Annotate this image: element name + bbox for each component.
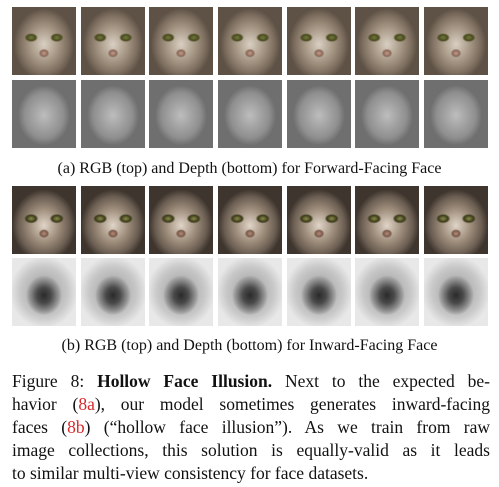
- forward-depth-image: [423, 80, 488, 148]
- forward-rgb-image: [12, 7, 76, 75]
- inward-depth-row: [12, 258, 488, 326]
- caption-line-4: image collections, this solution is equa…: [12, 440, 490, 460]
- inward-depth-image: [286, 258, 351, 326]
- inward-depth-image: [355, 258, 420, 326]
- inward-depth-image: [423, 258, 488, 326]
- inward-rgb-image: [286, 186, 351, 254]
- caption-line-5: to similar multi-view consistency for fa…: [12, 463, 369, 483]
- forward-depth-image: [80, 80, 145, 148]
- inward-rgb-image: [80, 186, 145, 254]
- forward-depth-image: [286, 80, 351, 148]
- inward-depth-image: [80, 258, 145, 326]
- inward-rgb-image: [355, 186, 420, 254]
- ref-link-8a[interactable]: 8a: [78, 394, 95, 414]
- inward-rgb-image: [149, 186, 214, 254]
- forward-depth-row: [12, 80, 488, 148]
- inward-depth-image: [12, 258, 76, 326]
- caption-line-3: faces (8b) (“hollow face illusion”). As …: [12, 416, 490, 439]
- caption-text: Next to the expected be-: [284, 371, 491, 391]
- inward-depth-image: [217, 258, 282, 326]
- subfigure-a-caption: (a) RGB (top) and Depth (bottom) for For…: [57, 160, 442, 177]
- forward-rgb-image: [286, 7, 351, 75]
- ref-link-8b[interactable]: 8b: [67, 417, 85, 437]
- inward-rgb-image: [423, 186, 488, 254]
- figure-title: Hollow Face Illusion.: [97, 371, 273, 391]
- forward-rgb-image: [423, 7, 488, 75]
- forward-rgb-row: [12, 7, 488, 75]
- forward-rgb-image: [217, 7, 282, 75]
- forward-rgb-image: [355, 7, 420, 75]
- forward-depth-image: [12, 80, 76, 148]
- subfigure-b-caption: (b) RGB (top) and Depth (bottom) for Inw…: [61, 337, 438, 354]
- forward-depth-image: [217, 80, 282, 148]
- forward-depth-image: [149, 80, 214, 148]
- forward-rgb-image: [80, 7, 145, 75]
- inward-rgb-image: [217, 186, 282, 254]
- figure-label: Figure 8:: [12, 371, 85, 391]
- inward-depth-image: [149, 258, 214, 326]
- inward-rgb-row: [12, 186, 488, 254]
- forward-depth-image: [355, 80, 420, 148]
- inward-rgb-image: [12, 186, 76, 254]
- caption-text: ), our model sometimes generates inward-…: [94, 394, 491, 414]
- figure-caption: Figure 8: Hollow Face Illusion. Next to …: [12, 370, 490, 485]
- caption-text: havior (: [12, 394, 79, 414]
- caption-line-2: havior (8a), our model sometimes generat…: [12, 393, 490, 416]
- caption-line-1: Figure 8: Hollow Face Illusion. Next to …: [12, 370, 490, 393]
- caption-text: faces (: [12, 417, 68, 437]
- forward-rgb-image: [149, 7, 214, 75]
- caption-text: ) (“hollow face illusion”). As we train …: [84, 417, 490, 437]
